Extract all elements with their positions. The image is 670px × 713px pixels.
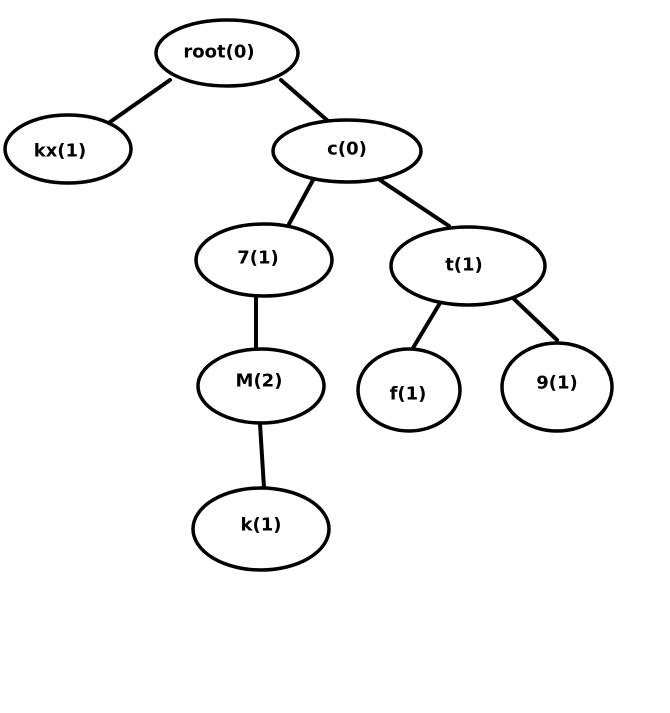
- edge-t-9: [512, 297, 559, 342]
- node-label: root(0): [183, 42, 254, 63]
- edge-root-c: [279, 78, 330, 123]
- edge-c-t: [378, 178, 451, 228]
- edge-c-7: [287, 178, 315, 226]
- node-ellipse: [389, 225, 547, 307]
- tree-node-f: f(1): [356, 347, 462, 433]
- node-ellipse: [196, 347, 326, 425]
- node-ellipse: [3, 113, 133, 185]
- node-label: M(2): [236, 371, 283, 392]
- edge-M-k: [258, 422, 266, 490]
- node-ellipse: [191, 486, 331, 572]
- tree-node-7: 7(1): [194, 222, 334, 298]
- node-label: kx(1): [34, 141, 87, 162]
- tree-node-k: k(1): [191, 486, 331, 572]
- tree-node-9: 9(1): [500, 341, 614, 433]
- node-ellipse: [500, 341, 614, 433]
- node-ellipse: [154, 18, 300, 88]
- node-ellipse: [271, 118, 423, 184]
- node-label: 7(1): [237, 248, 279, 269]
- node-ellipse: [356, 347, 462, 433]
- tree-node-root: root(0): [154, 18, 300, 88]
- node-label: k(1): [241, 515, 282, 536]
- tree-node-t: t(1): [389, 225, 547, 307]
- node-label: 9(1): [536, 373, 578, 394]
- node-label: t(1): [445, 255, 483, 276]
- tree-node-c: c(0): [271, 118, 423, 184]
- node-label: f(1): [390, 384, 427, 405]
- node-ellipse: [194, 222, 334, 298]
- edges: [108, 78, 559, 490]
- node-label: c(0): [327, 139, 367, 160]
- edge-t-f: [411, 301, 442, 350]
- tree-node-kx: kx(1): [3, 113, 133, 185]
- edge-root-kx: [108, 78, 172, 124]
- tree-node-M: M(2): [196, 347, 326, 425]
